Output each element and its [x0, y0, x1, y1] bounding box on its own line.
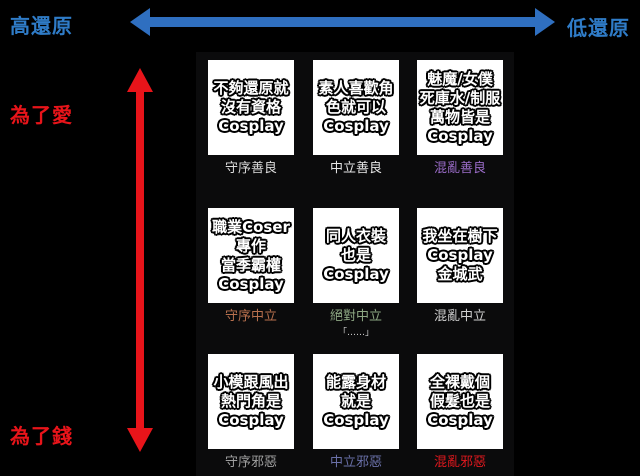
card-text-line: 色就可以 — [325, 98, 386, 116]
alignment-label: 絕對中立 — [329, 309, 382, 324]
card-text-line: 假髮也是 — [429, 392, 490, 410]
for-money-label: 為了錢 — [10, 424, 73, 448]
alignment-label: 中立善良 — [329, 161, 382, 176]
alignment-note: 「……」 — [337, 328, 374, 338]
alignment-label: 守序邪惡 — [224, 455, 277, 470]
alignment-label: 守序中立 — [224, 309, 277, 324]
card-text-line: 魅魔/女僕 — [427, 69, 493, 88]
card-text-line: 金城武 — [437, 265, 483, 283]
card-text-line: 小模跟風出 — [213, 373, 289, 391]
card-text-line: 同人衣裝 — [325, 227, 386, 245]
card-text-line: 沒有資格 — [220, 98, 281, 116]
card-text-line: Cosplay — [323, 265, 389, 283]
card-text-line: 我坐在樹下 — [422, 227, 498, 245]
card-text-line: 素人喜歡角 — [318, 79, 394, 97]
card-text-line: Cosplay — [323, 411, 389, 429]
alignment-label: 混亂善良 — [433, 161, 486, 176]
card-text-line: 全裸戴個 — [429, 373, 490, 391]
card-text-line: Cosplay — [427, 411, 493, 429]
low-fidelity-label: 低還原 — [567, 16, 630, 40]
card-text-line: Cosplay — [218, 274, 284, 293]
card-text-line: 不夠還原就 — [213, 79, 289, 97]
vertical-arrow — [127, 68, 153, 452]
high-fidelity-label: 高還原 — [10, 14, 73, 38]
card-text-line: Cosplay — [427, 246, 493, 264]
for-love-label: 為了愛 — [10, 103, 73, 127]
alignment-label: 混亂中立 — [433, 309, 486, 324]
card-text-line: 專作 — [235, 236, 266, 255]
card-text-line: 死庫水/制服 — [419, 88, 501, 107]
card-text-line: 萬物皆是 — [429, 107, 490, 126]
card-text-line: Cosplay — [427, 126, 493, 145]
alignment-label: 混亂邪惡 — [433, 455, 486, 470]
alignment-label: 守序善良 — [224, 161, 277, 176]
card-text-line: 也是 — [340, 246, 371, 264]
alignment-label: 中立邪惡 — [329, 455, 382, 470]
card-text-line: 就是 — [340, 392, 371, 410]
card-text-line: 當季霸權 — [220, 255, 281, 274]
card-text-line: Cosplay — [323, 117, 389, 135]
card-text-line: 職業Coser — [212, 217, 290, 236]
card-text-line: 熱門角是 — [220, 392, 281, 410]
horizontal-arrow — [130, 8, 555, 36]
card-text-line: 能露身材 — [325, 373, 386, 391]
card-text-line: Cosplay — [218, 411, 284, 429]
card-text-line: Cosplay — [218, 117, 284, 135]
